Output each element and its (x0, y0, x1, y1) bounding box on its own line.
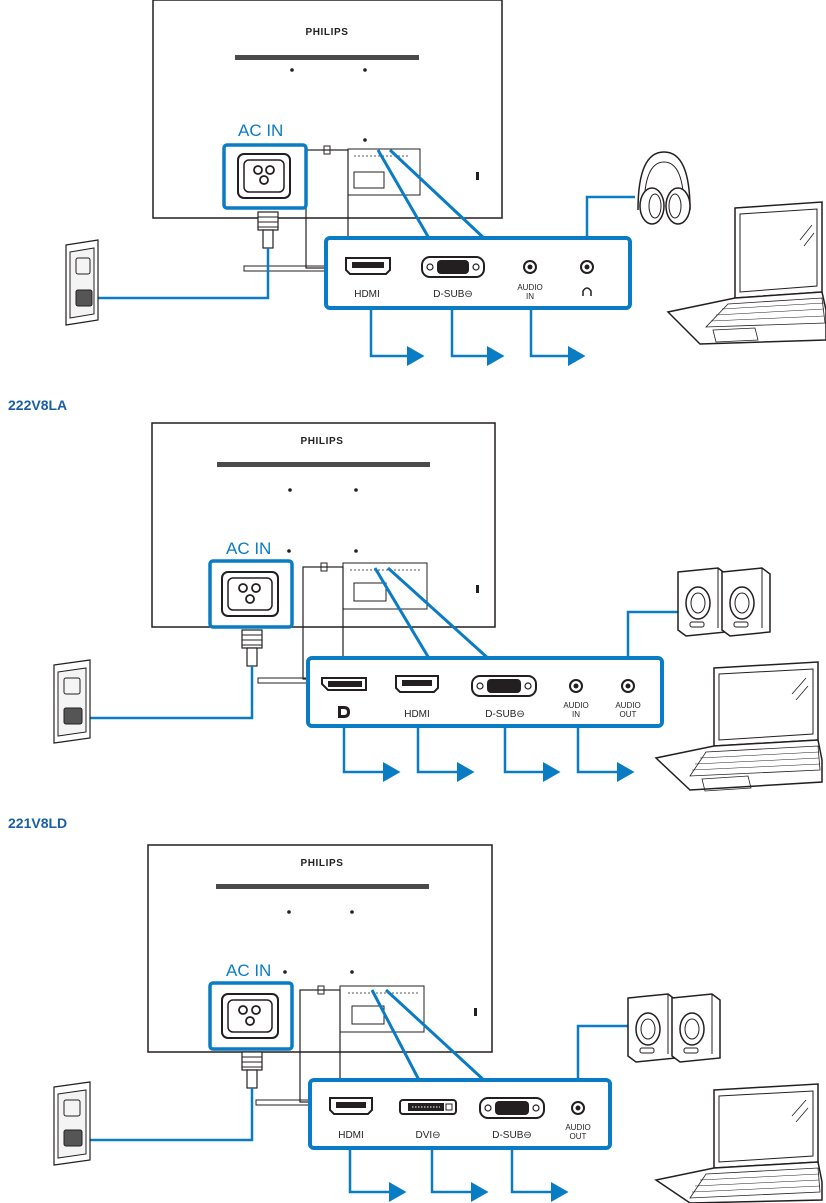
diagram-1: PHILIPS AC IN (65, 0, 826, 366)
io-bay (347, 148, 421, 196)
hdmi-port (395, 675, 439, 693)
audio-in-label-line2: IN (572, 710, 580, 719)
hdmi-label: HDMI (404, 709, 430, 720)
hdmi-port (329, 1097, 373, 1115)
diagram-3: PHILIPS AC IN (53, 844, 823, 1203)
ac-in-label: AC IN (226, 961, 271, 980)
signal-arrow-dvi (430, 1148, 489, 1202)
speakers-icon (627, 993, 721, 1063)
brand-logo: PHILIPS (305, 27, 348, 38)
model-title-221v8ld: 221V8LD (8, 815, 67, 831)
dvi-port (399, 1099, 457, 1115)
signal-arrow-dsub (450, 308, 505, 366)
audio-out-label-line1: AUDIO (615, 701, 640, 710)
monitor-back (147, 844, 493, 1053)
hdmi-port (345, 257, 391, 275)
dsub-port (471, 675, 537, 697)
vent-strip (216, 884, 429, 889)
power-plug (257, 211, 279, 249)
wall-outlet (53, 659, 91, 744)
io-bay (342, 562, 428, 610)
speaker-cable (576, 1024, 630, 1080)
ac-in-highlight (208, 559, 294, 629)
laptop-icon (666, 201, 826, 345)
audio-out-label-line1: AUDIO (565, 1123, 590, 1132)
power-socket (221, 571, 279, 617)
laptop-icon (654, 661, 823, 792)
dsub-label: D-SUB⊖ (492, 1130, 532, 1141)
model-title-222v8la: 222V8LA (8, 397, 67, 413)
signal-arrow-hdmi (348, 1148, 407, 1202)
audio-in-label-line1: AUDIO (517, 283, 542, 292)
headphone-jack (580, 260, 594, 296)
wall-outlet (65, 239, 99, 326)
monitor-back (151, 422, 496, 628)
dsub-port (421, 256, 485, 278)
ac-in-label: AC IN (238, 121, 283, 140)
audio-out-label-line2: OUT (620, 710, 637, 719)
power-cable (98, 248, 270, 300)
power-socket (221, 993, 279, 1039)
brand-logo: PHILIPS (300, 436, 343, 447)
speakers-icon (677, 567, 771, 637)
io-bay (339, 985, 425, 1033)
callout-lines (376, 148, 488, 242)
audio-out-jack (621, 679, 635, 693)
monitor-back (152, 0, 503, 219)
audio-in-label-line2: IN (526, 292, 534, 301)
audio-in-jack (569, 679, 583, 693)
hdmi-label: HDMI (338, 1130, 364, 1141)
dvi-label: DVI⊖ (415, 1130, 440, 1141)
vent-strip (217, 462, 430, 467)
power-cable (90, 1088, 254, 1142)
signal-arrow-hdmi (416, 726, 475, 782)
signal-arrow-dsub (503, 726, 561, 782)
audio-out-label-line2: OUT (570, 1132, 587, 1141)
displayport-logo-icon (338, 706, 350, 718)
hdmi-label: HDMI (354, 289, 380, 300)
vent-strip (235, 55, 419, 60)
audio-in-label-line1: AUDIO (563, 701, 588, 710)
dsub-label: D-SUB⊖ (433, 289, 473, 300)
ac-in-highlight (222, 143, 308, 210)
laptop-icon (654, 1083, 823, 1203)
audio-in-jack (523, 260, 537, 274)
power-cable (90, 666, 254, 720)
dsub-port (479, 1097, 545, 1119)
headphones-icon (637, 151, 691, 225)
audio-out-jack (571, 1101, 585, 1115)
headphone-cable (585, 195, 635, 238)
diagram-2: PHILIPS AC IN (53, 422, 823, 792)
callout-lines (370, 988, 488, 1084)
displayport-port (321, 677, 367, 691)
speaker-cable (626, 610, 680, 658)
signal-arrow-hdmi (369, 308, 425, 366)
callout-lines (373, 566, 492, 662)
wall-outlet (53, 1081, 91, 1166)
power-plug (241, 1051, 263, 1089)
signal-arrow-dp (342, 726, 401, 782)
signal-arrow-audio (576, 726, 635, 782)
dsub-label: D-SUB⊖ (485, 709, 525, 720)
power-plug (241, 629, 263, 667)
ac-in-highlight (208, 981, 294, 1051)
signal-arrow-dsub (510, 1148, 569, 1202)
signal-arrow-audio (529, 308, 586, 366)
brand-logo: PHILIPS (300, 858, 343, 869)
ac-in-label: AC IN (226, 539, 271, 558)
